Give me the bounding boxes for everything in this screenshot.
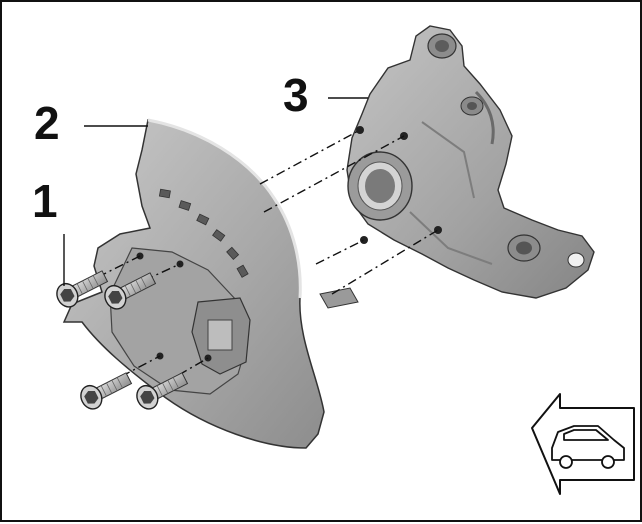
callout-number-1: 1 [32,175,58,227]
bolts-group [56,270,189,410]
shield-vent-slots [158,188,249,278]
brake-splash-shield [62,118,359,449]
knuckle-end-eye [567,252,585,268]
bolt [56,270,109,308]
bolt [104,272,157,310]
knuckle-body [346,25,595,299]
car-icon [551,425,625,469]
callout-number-2: 2 [34,97,60,149]
bolt [80,372,133,410]
callout-number-3: 3 [283,69,309,121]
callout-leaders [63,97,368,286]
bolt [136,372,189,410]
vehicle-direction-arrow-icon [531,393,635,495]
steering-knuckle [346,25,595,299]
